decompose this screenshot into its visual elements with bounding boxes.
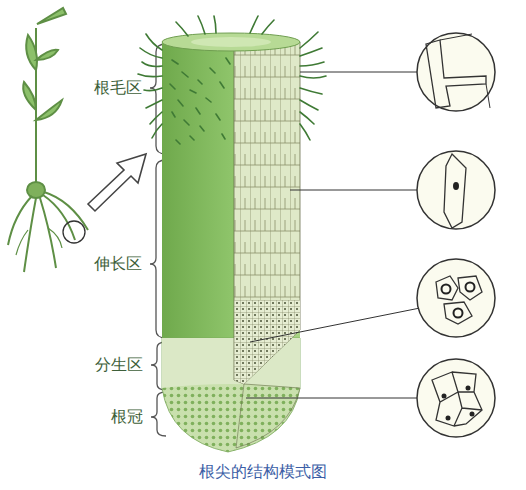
magnify-circle xyxy=(417,359,495,437)
root-cap xyxy=(162,338,300,452)
meristem-cell xyxy=(458,276,482,300)
nucleus xyxy=(446,416,451,421)
figure-caption: 根尖的结构模式图 xyxy=(199,462,327,481)
root xyxy=(8,196,32,245)
magnified-cells xyxy=(417,33,495,437)
root-core xyxy=(191,37,271,47)
leader-line xyxy=(290,190,417,191)
root-hairs xyxy=(138,16,326,144)
cutaway-cap xyxy=(236,384,300,448)
root xyxy=(24,198,36,272)
nucleus xyxy=(442,285,451,294)
leaf xyxy=(36,100,62,120)
leaf xyxy=(36,50,58,60)
root xyxy=(16,228,62,255)
zone-label: 根冠 xyxy=(111,407,143,426)
leader-line xyxy=(300,72,417,73)
root-top xyxy=(162,33,300,51)
magnify-circle xyxy=(417,259,495,337)
bracket xyxy=(151,392,166,436)
cutaway-cells xyxy=(234,42,300,384)
magnify-circle xyxy=(417,33,495,111)
root-cap-cells xyxy=(432,372,482,426)
seed xyxy=(27,182,45,198)
cutaway-meristem xyxy=(234,300,300,384)
cell-wall xyxy=(440,34,490,108)
elongated-cell xyxy=(444,154,466,228)
nucleus xyxy=(466,386,471,391)
leader-lines xyxy=(246,72,420,398)
zone-label: 根毛区 xyxy=(94,78,142,97)
nucleus xyxy=(442,394,447,399)
nucleus xyxy=(466,283,475,292)
leaf xyxy=(23,82,36,110)
root xyxy=(43,195,75,240)
zoom-circle xyxy=(63,221,85,243)
magnify-circle xyxy=(417,151,495,229)
root-hair-cell xyxy=(426,40,486,108)
zone-label: 伸长区 xyxy=(94,254,142,273)
seedling xyxy=(8,8,88,272)
meristem-cell xyxy=(436,276,458,300)
leader-line xyxy=(246,398,417,399)
leader-line xyxy=(250,308,420,342)
zone-label: 分生区 xyxy=(95,355,143,374)
leaf xyxy=(26,35,37,70)
nucleus xyxy=(454,309,463,318)
zoom-arrow xyxy=(88,154,146,211)
nucleus xyxy=(453,182,459,190)
leaf xyxy=(37,8,66,24)
meristem-cell xyxy=(444,302,472,324)
nucleus xyxy=(470,412,475,417)
